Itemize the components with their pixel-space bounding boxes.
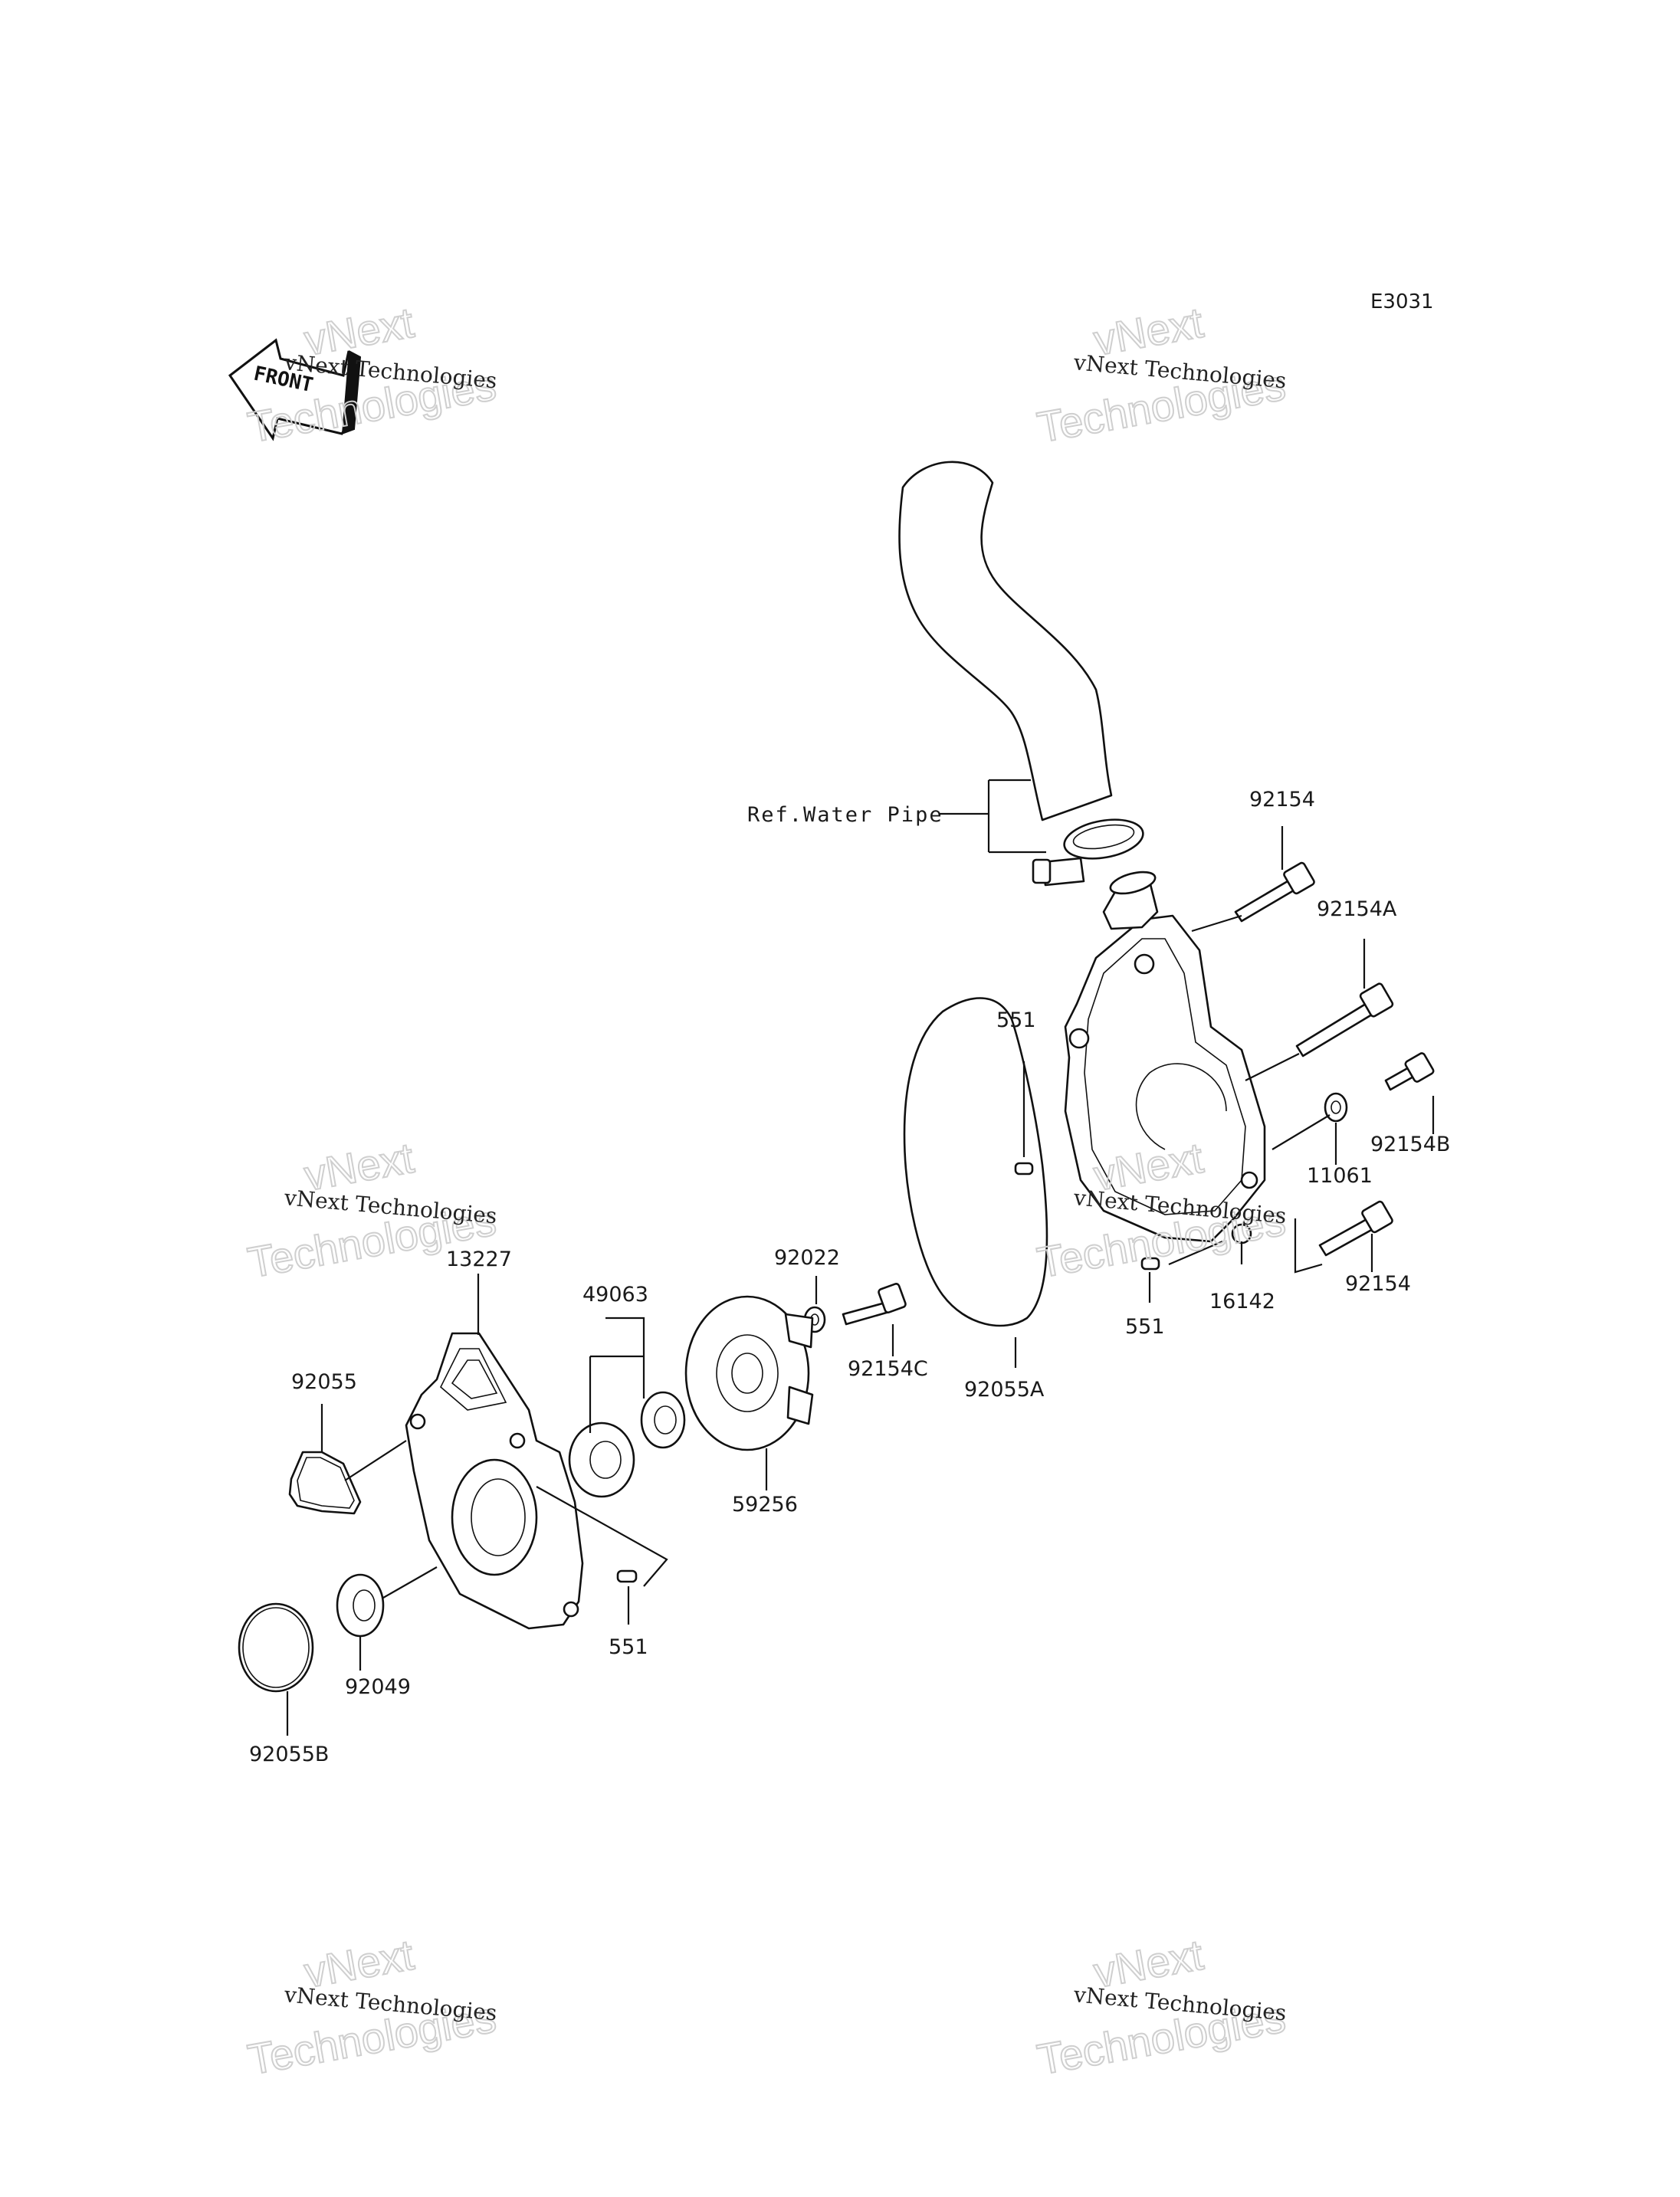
bolt-92154-bottom — [1318, 1200, 1393, 1257]
label-59256: 59256 — [732, 1493, 798, 1517]
watermark-top-right: vNext Technologies vNext Technologies — [1033, 297, 1290, 452]
label-92049: 92049 — [345, 1675, 411, 1699]
label-16142: 16142 — [1209, 1290, 1275, 1313]
dowel-pin-551-right-top — [1014, 1162, 1034, 1176]
dowel-pin-551-right-bottom — [1140, 1257, 1160, 1271]
water-pipe — [898, 461, 1113, 821]
leader-49063 — [589, 1317, 645, 1433]
ref-water-pipe-label: Ref.Water Pipe — [747, 803, 943, 827]
bolt-92154A — [1295, 982, 1394, 1058]
label-92055: 92055 — [291, 1370, 357, 1394]
bolt-92154-top — [1234, 861, 1315, 923]
hose-clamp — [1032, 818, 1144, 887]
label-92154C: 92154C — [848, 1357, 928, 1381]
watermark-bottom-right: vNext Technologies vNext Technologies — [1033, 1930, 1290, 2084]
seal-49063-large — [568, 1421, 635, 1498]
o-ring-92055B — [238, 1602, 314, 1693]
label-13227: 13227 — [446, 1248, 512, 1271]
o-ring-92055 — [288, 1451, 362, 1515]
seal-49063-small — [640, 1391, 686, 1449]
label-92154B: 92154B — [1370, 1133, 1450, 1156]
washer-11061 — [1324, 1092, 1348, 1123]
leader-92154-bottom — [1294, 1218, 1323, 1274]
bolt-92154B — [1384, 1052, 1435, 1091]
oil-seal-92049 — [336, 1573, 385, 1638]
ref-bracket — [939, 779, 1046, 854]
label-92022: 92022 — [774, 1246, 840, 1270]
leader-16142 — [1168, 1240, 1243, 1266]
watermark-mid-right: vNext Technologies vNext Technologies — [1033, 1133, 1290, 1287]
front-arrow-icon: FRONT — [228, 338, 362, 441]
label-92055B: 92055B — [249, 1743, 329, 1766]
pump-cover-right — [1064, 871, 1266, 1244]
label-551-right-bottom: 551 — [1125, 1315, 1165, 1339]
leader-92154-top-2 — [1191, 914, 1242, 933]
label-551-right-top: 551 — [996, 1008, 1036, 1032]
label-92154-bottom: 92154 — [1345, 1272, 1411, 1296]
leader-92055-2 — [344, 1440, 407, 1481]
label-92154A: 92154A — [1317, 897, 1397, 921]
leader-11061-line — [1271, 1114, 1331, 1150]
label-551-left: 551 — [609, 1635, 648, 1659]
leader-92049-2 — [382, 1566, 438, 1599]
label-11061: 11061 — [1307, 1164, 1373, 1188]
leader-92154A-2 — [1245, 1053, 1300, 1081]
watermark-bottom-left: vNext Technologies vNext Technologies — [244, 1930, 500, 2084]
impeller-59256 — [684, 1295, 814, 1451]
leader-551-left — [536, 1486, 668, 1625]
label-92055A: 92055A — [964, 1378, 1045, 1402]
dowel-pin-551-left — [616, 1569, 638, 1583]
label-49063: 49063 — [582, 1283, 648, 1307]
gasket-92055A — [903, 997, 1048, 1327]
bolt-92154C — [842, 1283, 907, 1326]
diagram-code: E3031 — [1370, 290, 1434, 313]
pump-housing-13227 — [405, 1332, 584, 1630]
label-92154-top: 92154 — [1249, 788, 1315, 812]
